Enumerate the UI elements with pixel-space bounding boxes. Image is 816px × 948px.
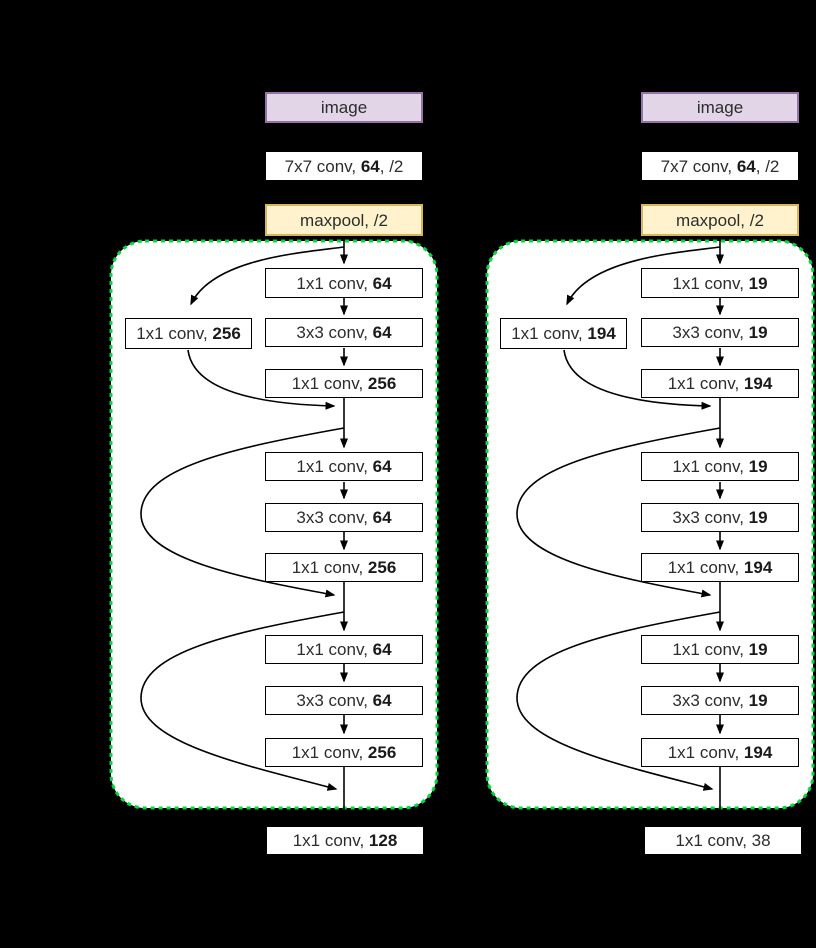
image-box: image <box>265 92 423 123</box>
maxpool-label: maxpool, /2 <box>300 210 388 230</box>
shortcut-conv-box: 1x1 conv, 256 <box>125 318 252 349</box>
conv-box: 1x1 conv, 194 <box>641 738 799 767</box>
conv-box: 1x1 conv, 19 <box>641 452 799 481</box>
conv-box: 1x1 conv, 64 <box>265 452 423 481</box>
conv-box: 1x1 conv, 256 <box>265 738 423 767</box>
maxpool-box: maxpool, /2 <box>641 204 799 236</box>
output-conv-box: 1x1 conv, 38 <box>644 826 802 855</box>
conv-box: 3x3 conv, 19 <box>641 686 799 715</box>
output-conv-box: 1x1 conv, 128 <box>266 826 424 855</box>
stem-conv-box: 7x7 conv, 64, /2 <box>641 151 799 181</box>
image-label: image <box>696 98 744 117</box>
conv-box: 3x3 conv, 64 <box>265 318 423 347</box>
skip-arrow-to-shortcut-conv <box>190 246 345 306</box>
stem-conv-box: 7x7 conv, 64, /2 <box>265 151 423 181</box>
maxpool-box: maxpool, /2 <box>265 204 423 236</box>
conv-box: 3x3 conv, 64 <box>265 503 423 532</box>
conv-box: 1x1 conv, 64 <box>265 268 423 298</box>
skip-connection-arrow <box>516 427 721 598</box>
skip-connection-arrow <box>516 611 721 791</box>
conv-box: 1x1 conv, 19 <box>641 268 799 298</box>
conv-box: 3x3 conv, 19 <box>641 318 799 347</box>
skip-connection-arrow <box>140 427 345 598</box>
conv-box: 1x1 conv, 19 <box>641 635 799 664</box>
conv-box: 1x1 conv, 64 <box>265 635 423 664</box>
skip-arrow-to-shortcut-conv <box>566 246 721 306</box>
conv-box: 1x1 conv, 194 <box>641 553 799 582</box>
skip-connection-arrow <box>140 611 345 791</box>
image-box: image <box>641 92 799 123</box>
shortcut-conv-box: 1x1 conv, 194 <box>500 318 627 349</box>
shortcut-conv-merge-arrow <box>187 349 336 410</box>
conv-box: 1x1 conv, 256 <box>265 553 423 582</box>
conv-box: 3x3 conv, 19 <box>641 503 799 532</box>
conv-box: 1x1 conv, 256 <box>265 369 423 398</box>
conv-box: 3x3 conv, 64 <box>265 686 423 715</box>
image-label: image <box>320 98 368 117</box>
conv-box: 1x1 conv, 194 <box>641 369 799 398</box>
shortcut-conv-merge-arrow <box>563 349 712 410</box>
maxpool-label: maxpool, /2 <box>676 210 764 230</box>
